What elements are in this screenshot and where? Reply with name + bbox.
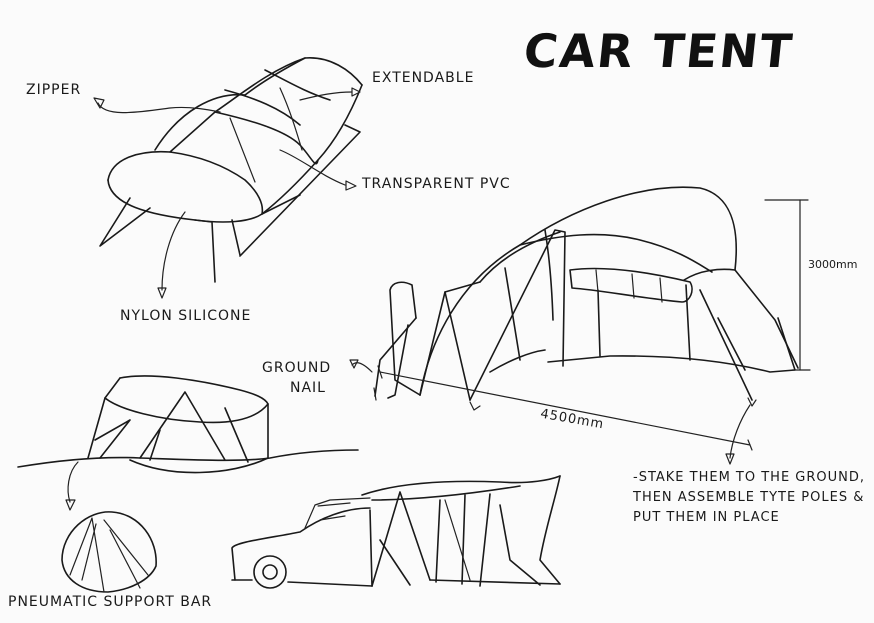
callout-arrows [93,87,361,299]
nylon-silicone-label: NYLON SILICONE [120,308,252,324]
extendable-label: EXTENDABLE [372,70,475,86]
folded-roof-tent-sketch [99,57,363,283]
height-dimension-label: 3000mm [808,258,858,271]
dimension-lines [377,199,811,465]
ground-nail-label-line1: GROUND [262,360,332,376]
pneumatic-tent-sketch [17,375,359,593]
deployed-tent-sketch [349,186,799,411]
transparent-pvc-label: TRANSPARENT PVC [362,176,511,192]
car-with-tent-sketch [231,475,561,589]
page-title: CAR TENT [521,24,797,78]
zipper-label: ZIPPER [26,82,82,98]
ground-nail-label-line2: NAIL [290,380,326,396]
assembly-note: -STAKE THEM TO THE GROUND, THEN ASSEMBLE… [633,470,866,525]
pneumatic-support-bar-label: PNEUMATIC SUPPORT BAR [8,594,213,610]
